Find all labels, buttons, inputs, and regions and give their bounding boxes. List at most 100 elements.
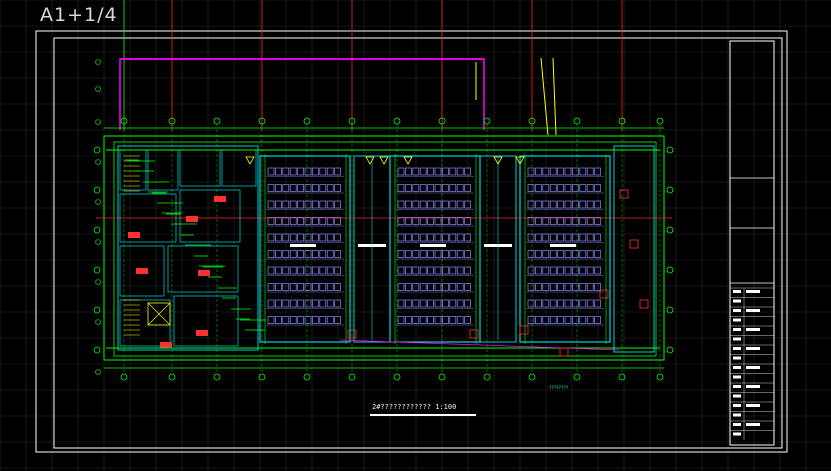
valve bbox=[347, 329, 357, 339]
parking-stall bbox=[319, 316, 327, 324]
parking-stall bbox=[442, 299, 449, 308]
parking-stall bbox=[405, 167, 412, 176]
parking-stall bbox=[586, 200, 594, 209]
parking-stall bbox=[579, 316, 587, 324]
parking-stall bbox=[549, 316, 557, 324]
drain-pipe bbox=[339, 339, 621, 351]
parking-stall bbox=[334, 299, 341, 308]
parking-stall bbox=[527, 167, 535, 176]
title-block bbox=[729, 40, 775, 446]
circle-marker-icon bbox=[666, 226, 674, 234]
parking-stall bbox=[427, 184, 434, 192]
parking-row bbox=[396, 266, 474, 276]
parking-stall bbox=[267, 184, 275, 192]
parking-stall bbox=[267, 250, 275, 258]
parking-stall bbox=[419, 299, 427, 308]
parking-stall bbox=[334, 316, 341, 324]
parking-stall bbox=[304, 316, 312, 324]
parking-stall bbox=[282, 299, 290, 308]
parking-stall bbox=[319, 184, 327, 192]
parking-stall bbox=[464, 200, 471, 209]
parking-stall bbox=[549, 167, 557, 176]
circle-marker-icon bbox=[393, 373, 401, 381]
title-cell-text bbox=[746, 309, 760, 312]
parking-stall bbox=[586, 316, 594, 324]
circle-marker-icon bbox=[573, 117, 581, 125]
parking-stall bbox=[405, 184, 412, 192]
parking-stall bbox=[397, 283, 405, 291]
room bbox=[119, 245, 165, 297]
parking-stall bbox=[267, 217, 275, 225]
parking-stall bbox=[282, 217, 290, 225]
parking-stall bbox=[579, 233, 587, 242]
parking-stall bbox=[282, 250, 290, 258]
parking-stall bbox=[326, 250, 334, 258]
parking-row bbox=[396, 217, 474, 227]
equipment bbox=[198, 270, 210, 276]
parking-stall bbox=[527, 299, 535, 308]
parking-stall bbox=[572, 316, 579, 324]
parking-stall bbox=[527, 233, 535, 242]
parking-stall bbox=[319, 233, 327, 242]
parking-stall bbox=[464, 217, 471, 225]
parking-stall bbox=[275, 233, 282, 242]
parking-stall bbox=[594, 299, 601, 308]
parking-stall bbox=[594, 167, 601, 176]
parking-stall bbox=[312, 266, 319, 275]
parking-stall bbox=[572, 217, 579, 225]
parking-stall bbox=[397, 167, 405, 176]
room bbox=[179, 149, 221, 187]
drawing-title-underline bbox=[370, 414, 476, 416]
parking-stall bbox=[456, 283, 464, 291]
parking-row bbox=[266, 233, 344, 243]
fan-icon bbox=[403, 156, 413, 165]
parking-stall bbox=[289, 184, 297, 192]
title-cell-text bbox=[733, 337, 741, 341]
parking-stall bbox=[275, 250, 282, 258]
parking-stall bbox=[464, 184, 471, 192]
parking-stall bbox=[442, 167, 449, 176]
parking-stall bbox=[456, 200, 464, 209]
parking-stall bbox=[535, 250, 542, 258]
parking-stall bbox=[267, 167, 275, 176]
parking-stall bbox=[419, 167, 427, 176]
parking-row bbox=[266, 299, 344, 309]
parking-stall bbox=[304, 167, 312, 176]
bay-label-bar bbox=[420, 244, 446, 247]
title-cell-text bbox=[733, 432, 741, 436]
parking-row bbox=[266, 266, 344, 276]
parking-stall bbox=[275, 200, 282, 209]
circle-marker-icon bbox=[483, 373, 491, 381]
parking-stall bbox=[434, 217, 442, 225]
parking-stall bbox=[572, 167, 579, 176]
parking-stall bbox=[405, 266, 412, 275]
parking-stall bbox=[557, 316, 564, 324]
circle-marker-icon bbox=[213, 373, 221, 381]
parking-stall bbox=[319, 200, 327, 209]
parking-stall bbox=[527, 283, 535, 291]
title-cell-text bbox=[733, 404, 741, 407]
parking-stall bbox=[564, 283, 572, 291]
parking-stall bbox=[427, 266, 434, 275]
parking-stall bbox=[557, 167, 564, 176]
title-cell-text bbox=[733, 347, 741, 350]
parking-stall bbox=[434, 283, 442, 291]
circle-marker-icon bbox=[618, 373, 626, 381]
parking-stall bbox=[564, 184, 572, 192]
parking-stall bbox=[586, 250, 594, 258]
parking-stall bbox=[275, 283, 282, 291]
parking-stall bbox=[464, 266, 471, 275]
parking-stall bbox=[579, 266, 587, 275]
parking-stall bbox=[434, 167, 442, 176]
parking-stall bbox=[572, 200, 579, 209]
parking-stall bbox=[304, 184, 312, 192]
parking-stall bbox=[456, 299, 464, 308]
parking-stall bbox=[549, 184, 557, 192]
parking-stall bbox=[297, 299, 304, 308]
parking-stall bbox=[586, 299, 594, 308]
parking-stall bbox=[282, 266, 290, 275]
parking-stall bbox=[297, 316, 304, 324]
parking-stall bbox=[557, 233, 564, 242]
